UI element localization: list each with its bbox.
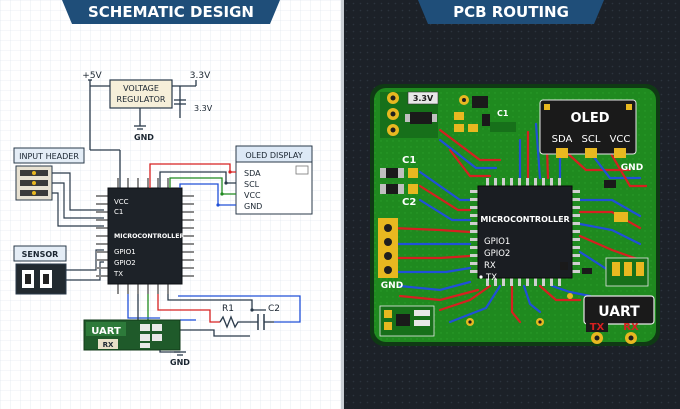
mcu-pin-gpio2: GPIO2 xyxy=(114,259,136,267)
oled-pin-sda: SDA xyxy=(244,169,261,178)
oled-pin-gnd: GND xyxy=(244,202,262,211)
vin-label: +5V xyxy=(82,71,102,81)
mcu-pin-vcc: VCC xyxy=(114,198,129,206)
pcb-mcu-pin-tx: TX xyxy=(485,273,497,283)
pcb-c1-left-label: C1 xyxy=(402,155,416,166)
uart-gnd-wire xyxy=(159,350,186,356)
gnd-bottom-label: GND xyxy=(170,358,190,367)
schematic-title-banner: SCHEMATIC DESIGN xyxy=(62,0,280,24)
pcb-c2-left-label: C2 xyxy=(402,197,416,208)
pcb-oled-pin-scl: SCL xyxy=(582,134,601,145)
pcb-panel: PCB ROUTING xyxy=(344,0,680,409)
pcb-power-area: 3.3V C1 xyxy=(380,91,516,138)
schematic-mcu: VCC C1 MICROCONTROLLER GPIO1 GPIO2 TX xyxy=(96,178,194,294)
gnd-top-label: GND xyxy=(134,133,154,142)
panel-divider xyxy=(341,0,344,409)
schematic-panel: SCHEMATIC DESIGN +5V 3.3V 3.3V GND xyxy=(0,0,341,409)
input-header: INPUT HEADER xyxy=(13,147,85,201)
pcb-oled-pin-vcc: VCC xyxy=(610,134,631,145)
vout-label: 3.3V xyxy=(190,71,211,81)
cap-value-label: 3.3V xyxy=(194,104,213,113)
pcb-left-caps: C1 C2 xyxy=(380,155,418,208)
uart-rx-label: RX xyxy=(103,341,114,349)
schematic-title: SCHEMATIC DESIGN xyxy=(88,3,254,21)
mcu-pin-c1: C1 xyxy=(114,208,123,216)
oled-wires xyxy=(149,163,236,207)
mcu-name: MICROCONTROLLER xyxy=(114,233,184,240)
schematic-uart: UART RX xyxy=(83,319,181,351)
sensor: SENSOR xyxy=(13,245,67,295)
pcb-mcu-pin-rx: RX xyxy=(484,261,496,271)
mcu-pin-gpio1: GPIO1 xyxy=(114,248,136,256)
oled-pin-vcc: VCC xyxy=(244,191,261,200)
pcb-uart-label: UART xyxy=(598,304,640,320)
power-section xyxy=(88,79,197,190)
pcb-bottom-left-part xyxy=(379,305,435,337)
pcb-oled-label: OLED xyxy=(570,111,609,126)
pcb-voltage-label: 3.3V xyxy=(413,94,434,103)
pcb-oled: OLED SDA SCL VCC GND xyxy=(539,99,643,173)
pcb-right-parts xyxy=(560,180,649,287)
pcb-mounting-holes xyxy=(466,293,573,326)
input-header-label: INPUT HEADER xyxy=(19,152,79,161)
pcb-oled-pin-sda: SDA xyxy=(552,134,573,145)
uart-label: UART xyxy=(91,326,121,337)
r1-label: R1 xyxy=(222,304,234,314)
mcu-pin-tx: TX xyxy=(113,270,123,278)
pcb-oled-gnd: GND xyxy=(621,163,643,173)
pcb-left-header: GND xyxy=(378,218,403,291)
regulator-line2: REGULATOR xyxy=(117,95,166,104)
header-wires xyxy=(52,172,104,227)
oled-pin-scl: SCL xyxy=(244,180,260,189)
oled-display-label: OLED DISPLAY xyxy=(245,151,302,160)
pcb-title: PCB ROUTING xyxy=(453,3,569,21)
regulator-line1: VOLTAGE xyxy=(123,84,159,93)
pcb-mcu-name: MICROCONTROLLER xyxy=(480,215,569,224)
sensor-label: SENSOR xyxy=(22,250,59,259)
pcb-gnd-left-label: GND xyxy=(381,281,403,291)
c2-label: C2 xyxy=(268,304,280,314)
pcb-mcu: MICROCONTROLLER GPIO1 GPIO2 RX TX xyxy=(470,178,580,286)
pcb-uart-rx-label: RX xyxy=(623,322,639,333)
pcb-uart-tx-label: TX xyxy=(590,322,605,333)
capacitor-c2: C2 xyxy=(257,304,280,330)
schematic-oled: OLED DISPLAY SDA SCL VCC GND xyxy=(235,145,313,215)
pcb-title-banner: PCB ROUTING xyxy=(418,0,604,24)
pcb-mcu-pin-gpio2: GPIO2 xyxy=(484,249,510,259)
pcb-c1-top-label: C1 xyxy=(497,109,509,118)
pcb-mcu-pin-gpio1: GPIO1 xyxy=(484,237,510,247)
pcb-uart: UART TX RX xyxy=(583,295,655,344)
voltage-regulator: VOLTAGE REGULATOR xyxy=(109,79,173,109)
resistor-r1: R1 xyxy=(219,304,240,329)
